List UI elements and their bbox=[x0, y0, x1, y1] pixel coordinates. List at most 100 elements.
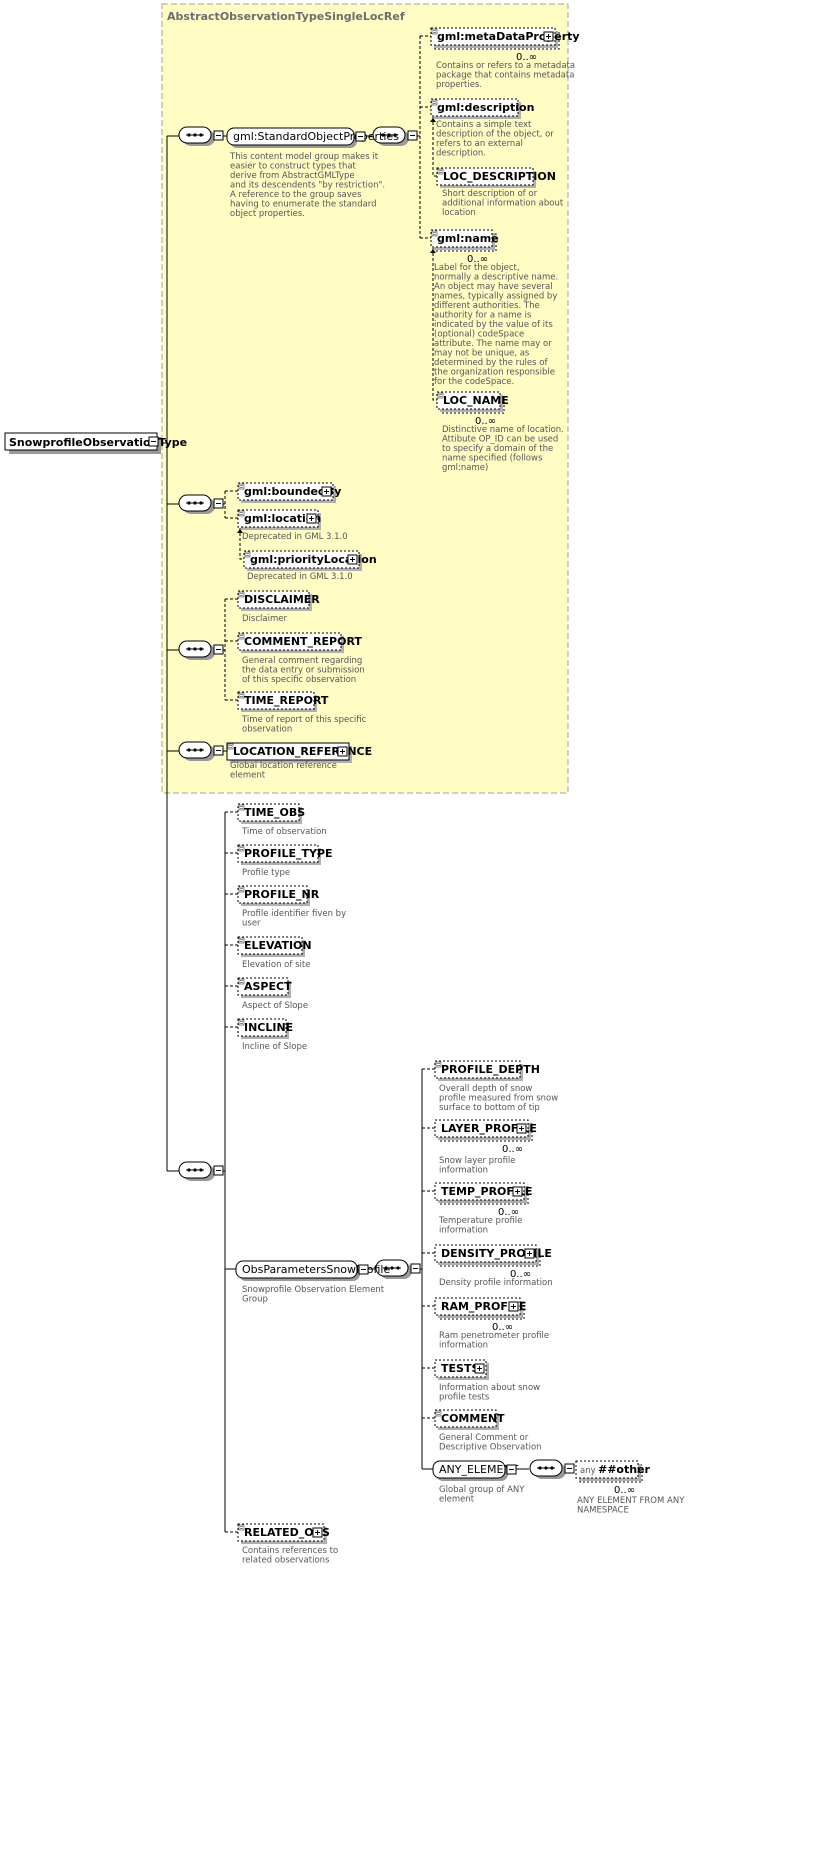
sequence-bounded[interactable] bbox=[178, 494, 224, 514]
group-std-collapse-icon[interactable] bbox=[355, 131, 366, 142]
element-location-name: gml:location bbox=[244, 512, 321, 525]
element-desc-doc: description. bbox=[436, 149, 486, 159]
element-temp-cardinality: 0..∞ bbox=[498, 1207, 519, 1218]
element-location-doc: Deprecated in GML 3.1.0 bbox=[242, 532, 348, 542]
element-dens-cardinality: 0..∞ bbox=[510, 1269, 531, 1280]
element-bounded-expand-icon[interactable] bbox=[321, 486, 332, 497]
element-dens-expand-icon[interactable] bbox=[524, 1248, 535, 1259]
element-desc-doc: description of the object, or bbox=[436, 130, 554, 140]
sequence-root-std-collapse-icon[interactable] bbox=[213, 130, 224, 141]
group-any-name: ANY_ELEMENT bbox=[439, 1463, 519, 1476]
element-temp-name: TEMP_PROFILE bbox=[441, 1185, 533, 1198]
element-layer-expand-icon[interactable] bbox=[516, 1123, 527, 1134]
attribute-marker-icon bbox=[431, 230, 438, 237]
element-locdesc-doc: Short description of or bbox=[442, 189, 538, 199]
attribute-marker-icon bbox=[238, 886, 245, 893]
element-gmlname-doc: attribute. The name may or bbox=[434, 339, 552, 349]
sequence-locref[interactable] bbox=[178, 741, 224, 761]
attribute-marker-icon bbox=[244, 551, 251, 558]
group-std-doc: easier to construct types that bbox=[230, 162, 357, 172]
sequence-bounded-collapse-icon[interactable] bbox=[213, 498, 224, 509]
element-gmlname-doc: may not be unique, as bbox=[434, 349, 530, 359]
element-related-name: RELATED_OBS bbox=[244, 1526, 330, 1539]
element-ram-doc: information bbox=[439, 1341, 488, 1351]
sequence-obs-collapse-icon[interactable] bbox=[410, 1263, 421, 1274]
element-other-name: ##other bbox=[598, 1463, 651, 1476]
sequence-std-inner-collapse-icon[interactable] bbox=[407, 130, 418, 141]
element-comment-name: COMMENT bbox=[441, 1412, 505, 1425]
element-layer-doc: Snow layer profile bbox=[439, 1156, 516, 1166]
sequence-main-collapse-icon[interactable] bbox=[213, 1165, 224, 1176]
element-tests-expand-icon[interactable] bbox=[474, 1363, 485, 1374]
sequence-disclaimer[interactable] bbox=[178, 640, 224, 660]
sequence-std-inner[interactable] bbox=[372, 126, 418, 146]
element-meta-doc: Contains or refers to a metadata bbox=[436, 61, 575, 71]
element-locref-expand-icon[interactable] bbox=[337, 746, 348, 757]
element-locname-doc: Distinctive name of location. bbox=[442, 425, 564, 435]
sequence-any-collapse-icon[interactable] bbox=[564, 1463, 575, 1474]
root-collapse-icon[interactable] bbox=[148, 436, 159, 447]
element-profnr-doc: Profile identifier fiven by bbox=[242, 909, 346, 919]
sequence-main[interactable] bbox=[178, 1161, 224, 1181]
element-ram-expand-icon[interactable] bbox=[508, 1301, 519, 1312]
element-temp-expand-icon[interactable] bbox=[512, 1186, 523, 1197]
element-related-expand-icon[interactable] bbox=[312, 1527, 323, 1538]
element-other-doc: ANY ELEMENT FROM ANY bbox=[577, 1496, 685, 1506]
element-comrep-doc: General comment regarding bbox=[242, 656, 362, 666]
root-element[interactable]: SnowprofileObservationType bbox=[4, 432, 187, 454]
element-layer-name: LAYER_PROFILE bbox=[441, 1122, 537, 1135]
attribute-marker-icon bbox=[238, 692, 245, 699]
element-prio-expand-icon[interactable] bbox=[347, 554, 358, 565]
group-any-collapse-icon[interactable] bbox=[506, 1464, 517, 1475]
element-meta-expand-icon[interactable] bbox=[543, 31, 554, 42]
element-location-expand-icon[interactable] bbox=[306, 513, 317, 524]
connector-line bbox=[239, 518, 244, 560]
element-layer-doc: information bbox=[439, 1166, 488, 1176]
sequence-root-std[interactable] bbox=[178, 126, 224, 146]
element-timeobs-doc: Time of observation bbox=[241, 827, 327, 837]
connector-line bbox=[432, 107, 437, 177]
sequence-locref-collapse-icon[interactable] bbox=[213, 745, 224, 756]
attribute-marker-icon bbox=[238, 1524, 245, 1531]
group-std-doc: This content model group makes it bbox=[229, 152, 379, 162]
sequence-any[interactable] bbox=[529, 1459, 575, 1479]
attribute-marker-icon bbox=[435, 1410, 442, 1417]
group-obs-collapse-icon[interactable] bbox=[358, 1264, 369, 1275]
element-aspect-doc: Aspect of Slope bbox=[242, 1001, 308, 1011]
sequence-obs[interactable] bbox=[375, 1259, 421, 1279]
element-related-doc: related observations bbox=[242, 1556, 330, 1566]
sequence-disclaimer-collapse-icon[interactable] bbox=[213, 644, 224, 655]
group-std-doc: object properties. bbox=[230, 209, 305, 219]
element-bounded[interactable]: gml:boundedBy bbox=[237, 482, 341, 503]
element-dens-name: DENSITY_PROFILE bbox=[441, 1247, 552, 1260]
